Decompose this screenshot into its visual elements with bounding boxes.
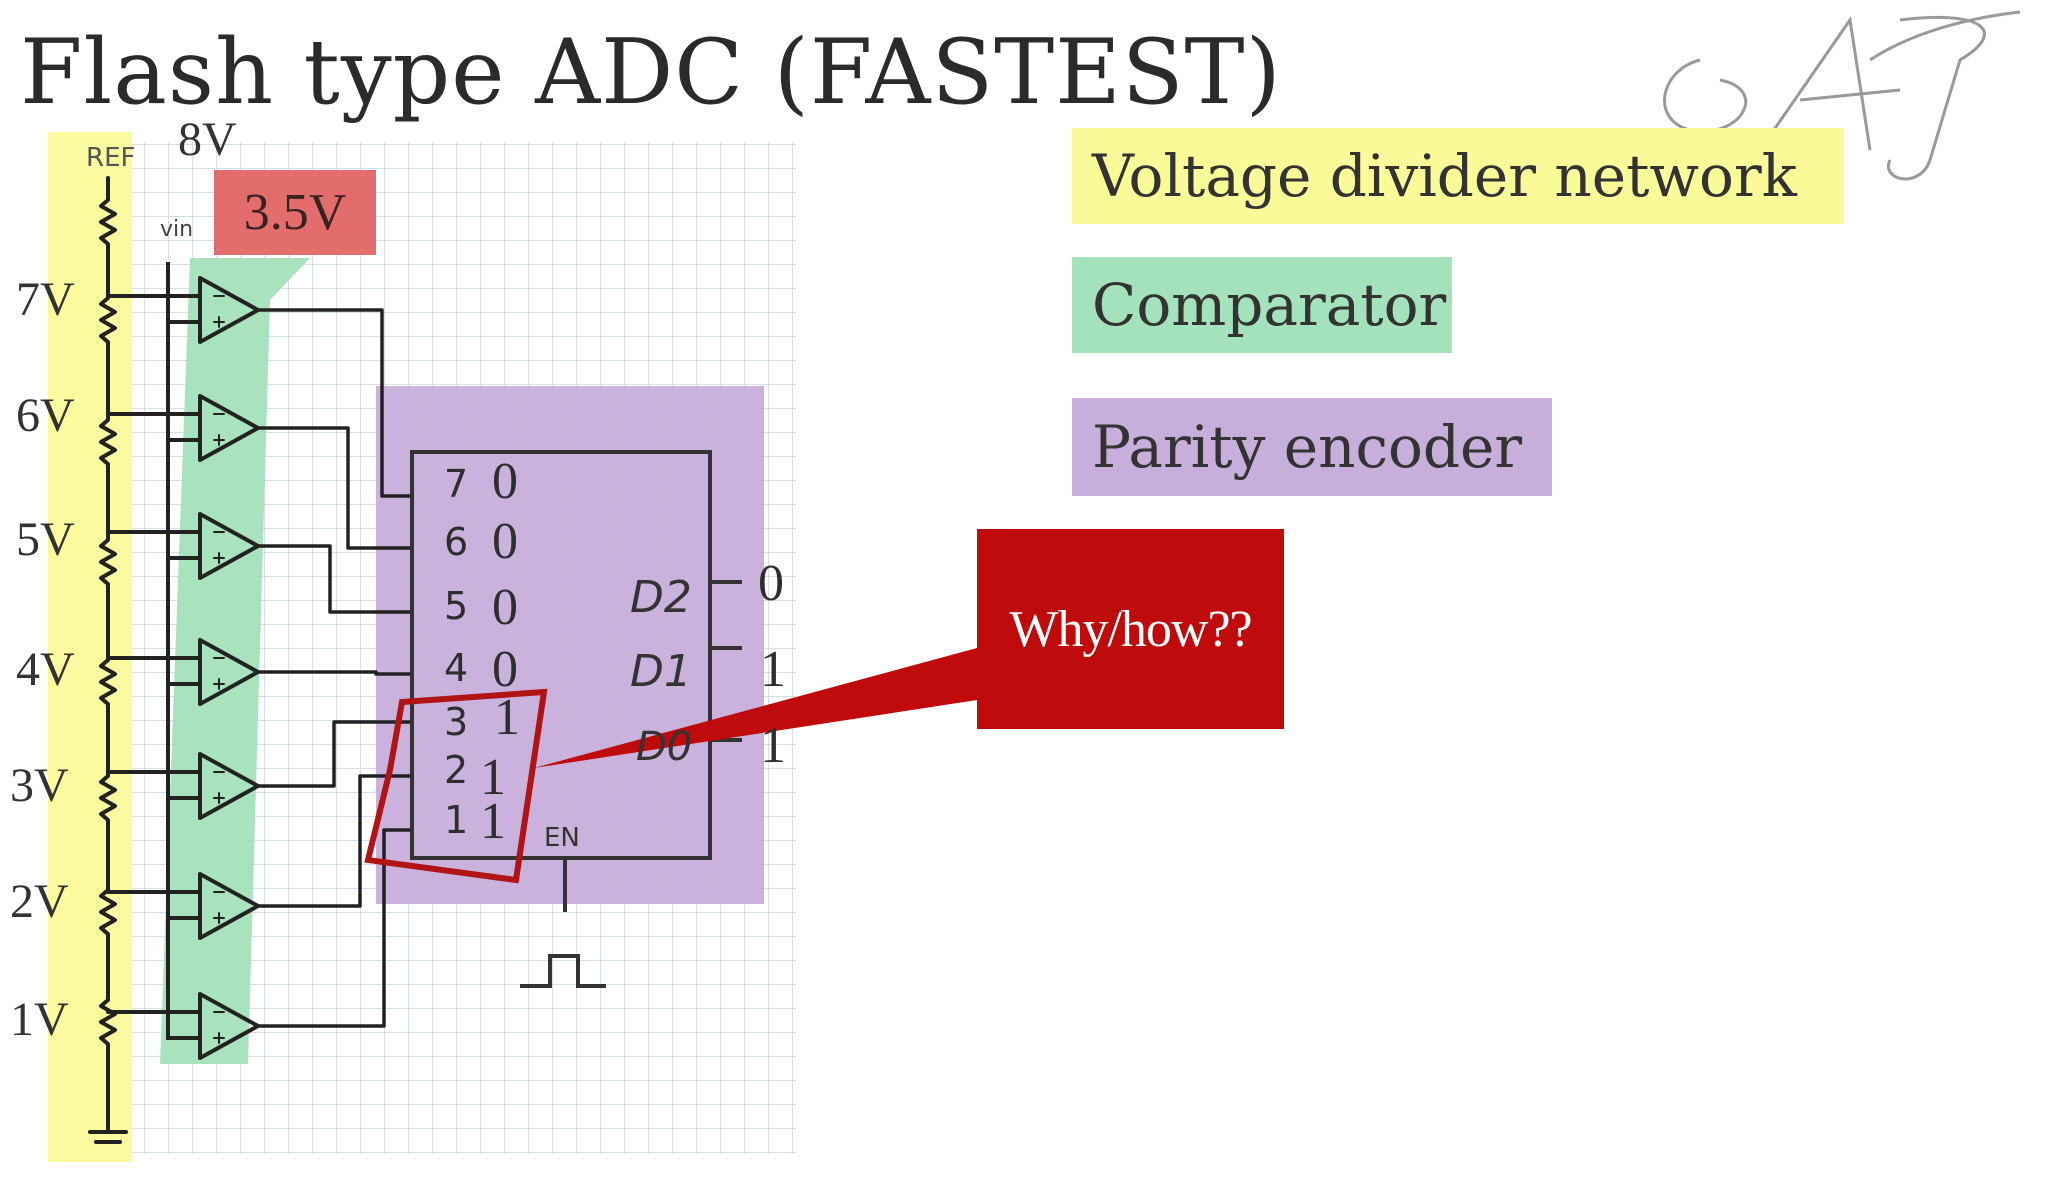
comparator-sign xyxy=(213,771,225,804)
legend-comparator: Comparator xyxy=(1072,257,1452,353)
comparator-icon xyxy=(198,992,260,1060)
comparator-output-wire xyxy=(256,308,414,498)
clock-pulse-icon xyxy=(520,954,606,988)
encoder-input-number: 6 xyxy=(444,520,469,564)
comparator-icon xyxy=(198,752,260,820)
comparator-icon xyxy=(198,276,260,344)
encoder-input-number: 2 xyxy=(444,748,469,792)
encoder-highlight xyxy=(376,386,764,904)
comparator-icon xyxy=(198,512,260,580)
tap-label-6v: 6V xyxy=(16,389,75,442)
comparator-output-wire xyxy=(256,426,414,550)
encoder-output-value-d0: 1 xyxy=(760,717,786,774)
legend-divider: Voltage divider network xyxy=(1072,128,1844,224)
comparator-sign xyxy=(213,531,225,564)
tap-label-2v: 2V xyxy=(10,875,69,928)
encoder-output-label-d1: D1 xyxy=(630,646,692,697)
vin-label: vin xyxy=(160,217,193,242)
tap-label-7v: 7V xyxy=(16,273,75,326)
comparator-sign xyxy=(213,1011,225,1044)
resistor-ladder xyxy=(88,176,128,1144)
comparator-output-wire xyxy=(256,828,414,1028)
comparator-sign xyxy=(213,413,225,446)
encoder-input-value-5: 0 xyxy=(492,579,518,636)
selection-outline xyxy=(364,688,548,884)
comparator-sign xyxy=(213,657,225,690)
tap-label-1v: 1V xyxy=(10,993,69,1046)
encoder-output-label-d2: D2 xyxy=(630,572,692,623)
encoder-input-value-7: 0 xyxy=(492,453,518,510)
comparator-sign xyxy=(213,891,225,924)
enable-label: EN xyxy=(544,823,580,853)
comparator-output-wire xyxy=(256,670,414,676)
tap-label-5v: 5V xyxy=(16,513,75,566)
callout-text: Why/how?? xyxy=(1009,600,1252,658)
encoder-input-value-4: 0 xyxy=(492,641,518,698)
vin-value-box: 3.5V xyxy=(214,170,376,255)
legend-divider-label: Voltage divider network xyxy=(1092,142,1797,210)
ref-voltage-label: 8V xyxy=(178,113,237,166)
encoder-input-value-6: 0 xyxy=(492,513,518,570)
encoder-input-number: 4 xyxy=(444,646,469,690)
encoder-input-value-1: 1 xyxy=(480,793,506,850)
comparator-output-wire xyxy=(256,720,414,788)
comparator-output-wire xyxy=(256,544,414,614)
encoder-input-number: 5 xyxy=(444,584,469,628)
tap-label-4v: 4V xyxy=(16,643,75,696)
encoder-input-value-3: 1 xyxy=(494,689,520,746)
encoder-input-number: 3 xyxy=(444,700,469,744)
encoder-box xyxy=(410,450,712,860)
encoder-input-value-2: 1 xyxy=(480,749,506,806)
encoder-output-value-d2: 0 xyxy=(758,555,784,612)
legend-encoder: Parity encoder xyxy=(1072,398,1552,496)
page-title: Flash type ADC (FASTEST) xyxy=(20,20,1282,125)
vin-value: 3.5V xyxy=(243,184,347,241)
comparator-icon xyxy=(198,638,260,706)
legend-encoder-label: Parity encoder xyxy=(1092,413,1523,481)
tap-label-3v: 3V xyxy=(10,759,69,812)
comparator-sign xyxy=(213,295,225,328)
encoder-output-value-d1: 1 xyxy=(760,641,786,698)
callout-pointer xyxy=(534,648,977,768)
encoder-input-number: 1 xyxy=(444,798,469,842)
comparator-icon xyxy=(198,872,260,940)
encoder-output-label-d0: D0 xyxy=(636,724,692,770)
ref-label: REF xyxy=(86,143,135,173)
comparator-icon xyxy=(198,394,260,462)
callout-box: Why/how?? xyxy=(977,529,1284,729)
legend-comparator-label: Comparator xyxy=(1092,271,1447,339)
encoder-input-number: 7 xyxy=(444,462,469,506)
divider-highlight xyxy=(48,132,132,1162)
